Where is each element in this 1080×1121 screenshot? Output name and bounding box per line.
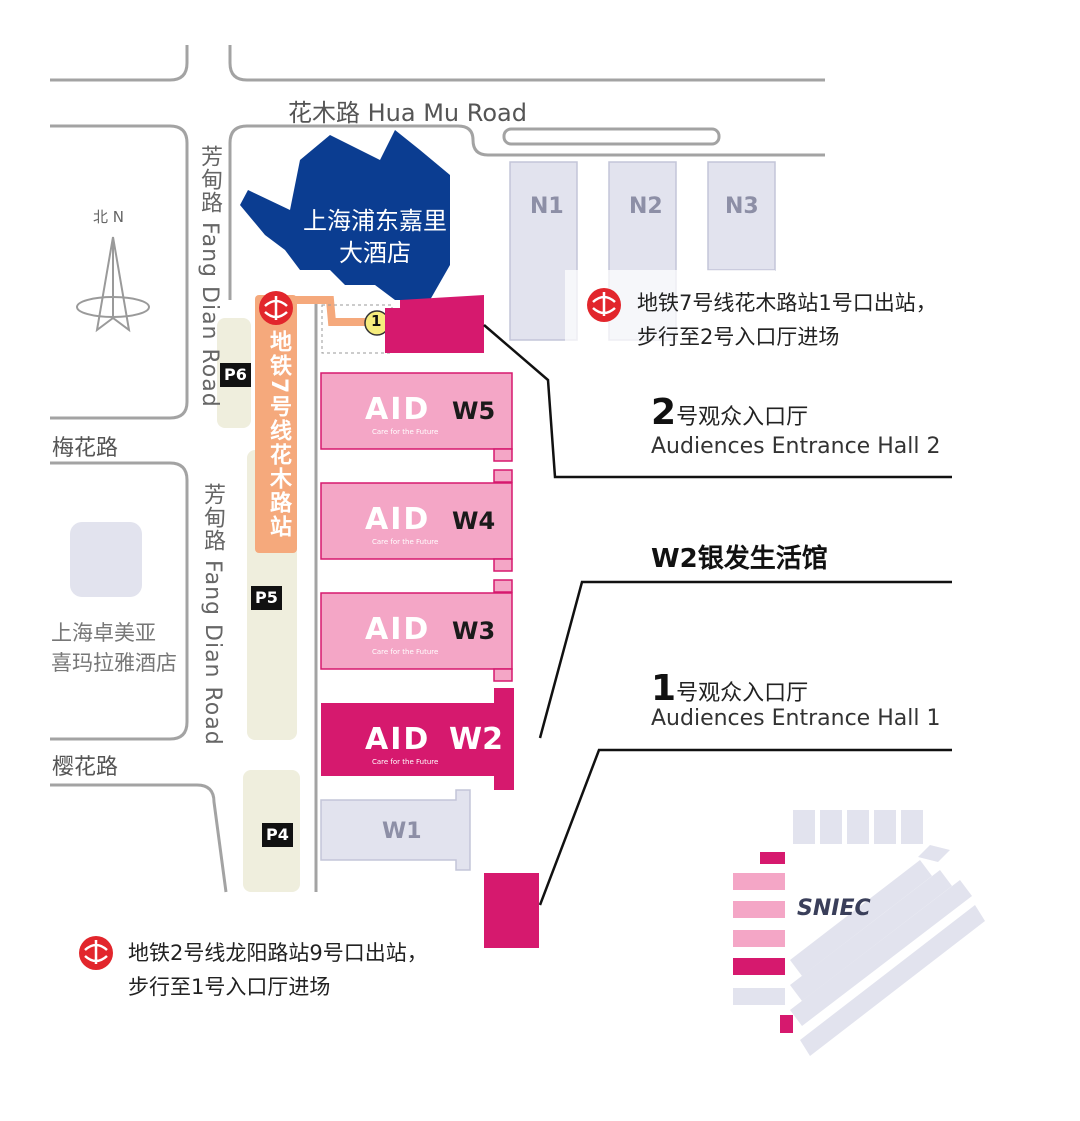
entrance-1-callout: 1号观众入口厅 <box>651 668 808 709</box>
metro7-line-1: 地铁7号线花木路站1号口出站， <box>637 291 937 315</box>
entrance-hall-2 <box>385 295 484 353</box>
aid-sub-w5: Care for the Future <box>372 428 439 436</box>
zhuomeiya-block <box>70 522 142 597</box>
entrance-1-cn: 号观众入口厅 <box>676 681 809 706</box>
aid-logo-w3: AID <box>365 612 431 647</box>
sniec-label: SNIEC <box>797 896 871 921</box>
zhuomeiya-line-2: 喜玛拉雅酒店 <box>51 651 177 675</box>
metro7-corridor <box>255 295 393 553</box>
metro2-line-1: 地铁2号线龙阳路站9号口出站， <box>128 941 428 965</box>
hall-w2-label: W2 <box>449 722 503 757</box>
road-median <box>502 127 721 146</box>
kerry-line-2: 大酒店 <box>339 239 411 267</box>
kerry-hotel-label: 上海浦东嘉里 大酒店 <box>300 205 450 269</box>
zhuomeiya-line-1: 上海卓美亚 <box>51 621 156 645</box>
exit-1-label: 1 <box>371 312 382 330</box>
west-halls <box>320 372 514 871</box>
road-label-huamu: 花木路 Hua Mu Road <box>288 99 527 127</box>
aid-sub-w2: Care for the Future <box>372 758 439 766</box>
parking-p5-badge: P5 <box>251 586 282 610</box>
w2-pavilion-title: W2银发生活馆 <box>651 544 828 574</box>
road-label-fangdian-upper: 芳甸路 Fang Dian Road <box>197 145 222 408</box>
road-label-meihua: 梅花路 <box>52 436 119 461</box>
aid-logo-w2: AID <box>365 722 431 757</box>
aid-sub-w3: Care for the Future <box>372 648 439 656</box>
metro7-instructions: 地铁7号线花木路站1号口出站， 步行至2号入口厅进场 <box>637 286 937 354</box>
metro2-instructions: 地铁2号线龙阳路站9号口出站， 步行至1号入口厅进场 <box>128 936 428 1004</box>
entrance-2-cn: 号观众入口厅 <box>676 405 809 430</box>
hall-n1-label: N1 <box>530 194 564 219</box>
entrance-2-number: 2 <box>651 392 677 433</box>
zhuomeiya-hotel-label: 上海卓美亚 喜玛拉雅酒店 <box>51 618 177 678</box>
hall-w4-label: W4 <box>452 507 496 535</box>
hall-w5-label: W5 <box>452 397 496 425</box>
hall-w1-label: W1 <box>382 819 422 844</box>
parking-p4-badge: P4 <box>262 823 293 847</box>
hall-w3-label: W3 <box>452 617 496 645</box>
metro7-line-2: 步行至2号入口厅进场 <box>637 325 840 349</box>
callout-lines <box>483 324 952 906</box>
road-lines <box>50 45 825 893</box>
metro7-logo-glyph <box>264 296 288 320</box>
kerry-hotel-building <box>240 130 450 300</box>
metro-logo-icon-top <box>587 288 621 322</box>
sniec-mini-map <box>733 810 985 1056</box>
metro7-station-label: 地铁7号线花木路站 <box>266 330 291 540</box>
metro2-line-2: 步行至1号入口厅进场 <box>128 975 331 999</box>
entrance-1-en: Audiences Entrance Hall 1 <box>651 706 941 731</box>
hall-n3-label: N3 <box>725 194 759 219</box>
entrance-1-number: 1 <box>651 668 677 709</box>
kerry-line-1: 上海浦东嘉里 <box>303 207 447 235</box>
road-label-yinghua: 樱花路 <box>52 755 119 780</box>
entrance-2-callout: 2号观众入口厅 <box>651 392 808 433</box>
entrance-2-en: Audiences Entrance Hall 2 <box>651 434 941 459</box>
north-label: 北 N <box>93 208 124 226</box>
aid-logo-w5: AID <box>365 392 431 427</box>
entrance-hall-1 <box>484 873 539 948</box>
aid-sub-w4: Care for the Future <box>372 538 439 546</box>
road-label-fangdian-lower: 芳甸路 Fang Dian Road <box>200 483 225 746</box>
north-halls <box>509 161 776 341</box>
aid-logo-w4: AID <box>365 502 431 537</box>
parking-p6-badge: P6 <box>220 363 251 387</box>
hall-n2-label: N2 <box>629 194 663 219</box>
north-arrow-icon <box>76 236 150 333</box>
metro-logo-icon <box>79 936 113 970</box>
